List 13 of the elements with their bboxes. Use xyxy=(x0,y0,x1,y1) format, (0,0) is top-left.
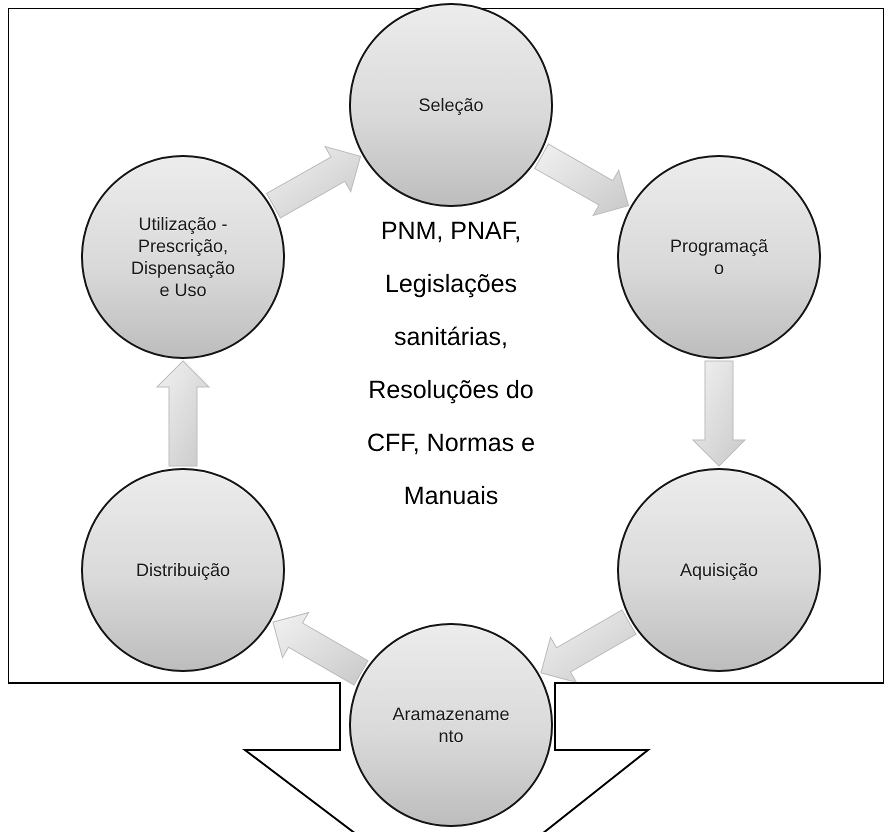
circle-label: Programação xyxy=(669,235,769,279)
circle-label: Aquisição xyxy=(678,559,760,581)
circle-label: Seleção xyxy=(417,94,485,116)
circle-label: Aramazenamento xyxy=(391,703,511,747)
center-text: PNM, PNAF, Legislações sanitárias, Resoluções do CFF, Normas e Manuais xyxy=(366,216,536,512)
block-arrow xyxy=(272,612,369,686)
block-arrow xyxy=(540,609,637,684)
block-arrow xyxy=(692,360,746,467)
block-arrow xyxy=(156,360,210,466)
block-arrow xyxy=(534,143,630,216)
block-arrow xyxy=(266,146,362,219)
circle-label: Utilização - Prescrição, Dispensação e Uso xyxy=(130,213,236,301)
circle-label: Distribuição xyxy=(134,559,232,581)
